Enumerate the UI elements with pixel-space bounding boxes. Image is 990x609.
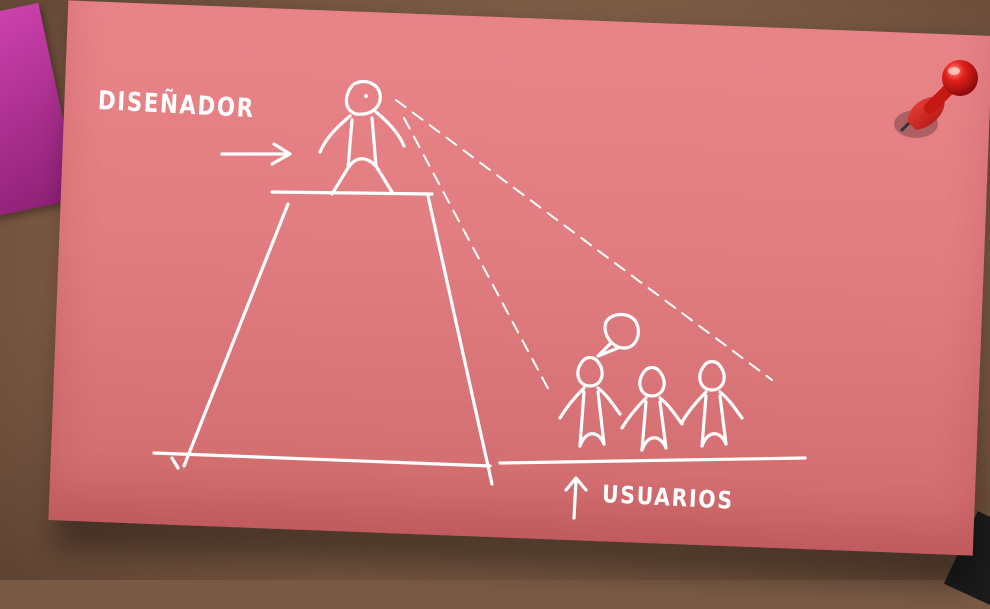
arrow-up-icon [564,476,588,520]
pedestal-left-edge [182,202,290,468]
user-figure-1 [558,355,622,448]
ground-tick [170,456,180,470]
arrow-right-icon [220,142,292,166]
ground-line-left [152,451,492,468]
user-figure-3 [680,359,744,448]
user-figure-2 [620,365,684,452]
sight-line-upper [395,99,773,381]
designer-eye [364,94,368,98]
push-pin-icon [894,60,978,138]
pedestal-right-edge [426,194,494,486]
hand-drawn-sketch [152,80,807,520]
sight-line-lower [403,117,553,397]
speech-bubble-icon [596,312,640,358]
pedestal-top-line [270,190,434,196]
designer-figure [318,80,406,196]
ground-line-right [498,456,807,465]
